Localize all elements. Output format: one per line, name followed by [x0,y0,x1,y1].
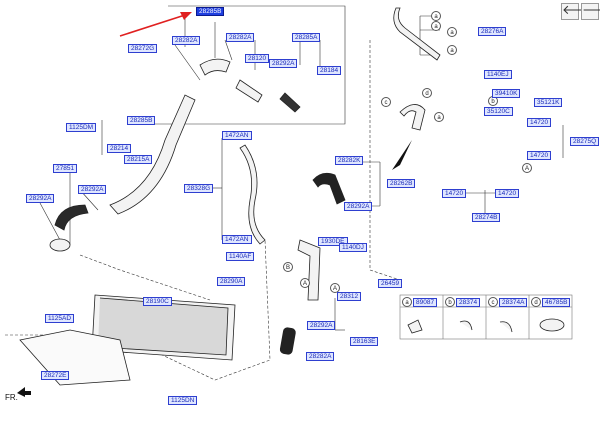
callout-d: d [422,88,432,98]
part-label-14720[interactable]: 14720 [442,189,467,198]
part-label-35120C[interactable]: 35120C [484,107,513,116]
part-label-1125DN[interactable]: 1125DN [168,396,198,405]
callout-A: A [330,283,340,293]
part-label-27851[interactable]: 27851 [53,164,78,173]
legend-letter-c: c [488,297,498,307]
separator-wedge [392,140,412,170]
callout-B: B [283,262,293,272]
part-label-28163E[interactable]: 28163E [350,337,379,346]
legend-letter-d: d [531,297,541,307]
part-label-28290A[interactable]: 28290A [217,277,246,286]
orientation-label: FR. [5,393,18,402]
legend-part-label[interactable]: 28374A [499,298,528,307]
part-label-1930DE[interactable]: 1930DE [318,237,348,246]
part-label-28190C[interactable]: 28190C [143,297,172,306]
part-label-28292A[interactable]: 28292A [307,321,336,330]
legend-letter-b: b [445,297,455,307]
part-label-39410K[interactable]: 39410K [492,89,521,98]
part-label-1140DJ[interactable]: 1140DJ [339,243,367,252]
part-label-28328G[interactable]: 28328G [184,184,214,193]
callout-a: a [447,27,457,37]
part-label-28272G[interactable]: 28272G [128,44,158,53]
callout-a: a [434,112,444,122]
legend-part-label[interactable]: 89087 [413,298,438,307]
pointer-arrow [119,12,192,37]
callout-a: a [447,45,457,55]
part-label-28285A[interactable]: 28285A [292,33,321,42]
part-label-28262B[interactable]: 28262B [387,179,416,188]
part-label-14720[interactable]: 14720 [495,189,520,198]
frame-box [150,5,346,125]
part-label-28282A[interactable]: 28282A [172,36,201,45]
callout-A: A [522,163,532,173]
part-label-1472AN[interactable]: 1472AN [222,131,252,140]
forward-button[interactable]: 🡒 [581,3,600,20]
callout-a: a [431,21,441,31]
part-label-28292A[interactable]: 28292A [78,185,107,194]
part-label-28292A[interactable]: 28292A [344,202,373,211]
part-label-28285B[interactable]: 28285B [127,116,156,125]
part-label-28275Q[interactable]: 28275Q [570,137,600,146]
legend-letter-a: a [402,297,412,307]
part-label-35121K[interactable]: 35121K [534,98,563,107]
part-label-28285B-highlighted[interactable]: 28285B [196,7,225,16]
part-label-14720[interactable]: 14720 [527,151,552,160]
part-label-28292A[interactable]: 28292A [26,194,55,203]
legend-table [399,294,573,340]
arrow-right-icon: 🡒 [582,3,600,18]
callout-c: c [381,97,391,107]
part-label-28272E[interactable]: 28272E [41,371,70,380]
part-label-28120[interactable]: 28120 [245,54,270,63]
part-label-28214[interactable]: 28214 [107,144,132,153]
part-label-26459[interactable]: 26459 [378,279,403,288]
part-label-1125AD[interactable]: 1125AD [45,314,75,323]
legend-part-label[interactable]: 28374 [456,298,481,307]
callout-a: a [431,11,441,21]
callout-A: A [300,278,310,288]
legend-part-label[interactable]: 46785B [542,298,571,307]
part-label-1472AN[interactable]: 1472AN [222,235,252,244]
part-label-14720[interactable]: 14720 [527,118,552,127]
part-label-1140AF[interactable]: 1140AF [226,252,255,261]
part-label-1125DM[interactable]: 1125DM [66,123,97,132]
part-label-28312[interactable]: 28312 [337,292,362,301]
part-label-28282A[interactable]: 28282A [306,352,335,361]
part-label-28215A[interactable]: 28215A [124,155,153,164]
part-label-28292A[interactable]: 28292A [269,59,298,68]
part-label-28274B[interactable]: 28274B [472,213,501,222]
part-label-28184[interactable]: 28184 [317,66,342,75]
part-label-28276A[interactable]: 28276A [478,27,507,36]
part-label-28282A[interactable]: 28282A [226,33,255,42]
part-label-28282K[interactable]: 28282K [335,156,364,165]
part-label-1140EJ[interactable]: 1140EJ [484,70,512,79]
fr-arrow-icon [17,387,31,397]
